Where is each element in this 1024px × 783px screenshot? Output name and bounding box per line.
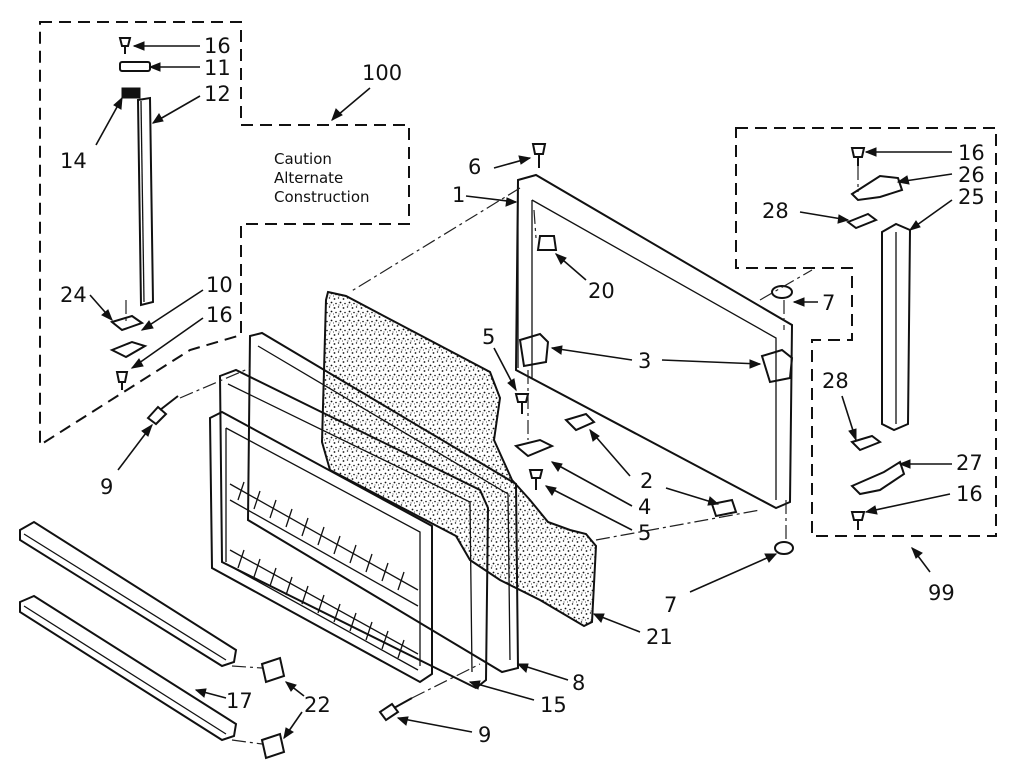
caution-line-1: Caution bbox=[274, 150, 332, 168]
callout-16-top-right: 16 bbox=[958, 141, 985, 165]
callout-28-lower: 28 bbox=[822, 369, 849, 393]
callout-17: 17 bbox=[226, 689, 253, 713]
screw-top-left bbox=[118, 37, 132, 54]
callout-6: 6 bbox=[468, 155, 481, 179]
hinge-kit-box bbox=[735, 127, 997, 537]
right-bottom-hinge-assembly bbox=[850, 434, 906, 530]
callout-16-bottom-left: 16 bbox=[206, 303, 233, 327]
liner-shelf-ribs-upper bbox=[229, 481, 419, 607]
door-liner-15 bbox=[208, 368, 490, 690]
box-99-label: 99 bbox=[928, 581, 955, 605]
door-gasket-8 bbox=[246, 331, 520, 674]
callout-7-lower: 7 bbox=[664, 593, 677, 617]
callout-16-bottom-right: 16 bbox=[956, 482, 983, 506]
callout-9-upper: 9 bbox=[100, 475, 113, 499]
callout-8: 8 bbox=[572, 671, 585, 695]
caution-line-3: Construction bbox=[274, 188, 370, 206]
right-top-hinge-assembly bbox=[845, 147, 904, 230]
screw-9-upper bbox=[146, 395, 179, 426]
cap-7-lower bbox=[774, 541, 794, 555]
alternate-bottom-hinge-assembly bbox=[109, 314, 148, 390]
caution-line-2: Alternate bbox=[274, 169, 343, 187]
bumper-2-upper bbox=[564, 412, 596, 432]
end-cap-22-lower bbox=[260, 732, 286, 760]
shelf-rail-17-lower bbox=[19, 594, 238, 742]
callout-12: 12 bbox=[204, 82, 231, 106]
callout-16-top-left: 16 bbox=[204, 34, 231, 58]
callout-14: 14 bbox=[60, 149, 87, 173]
assembly-center-lines bbox=[125, 166, 859, 745]
callout-15: 15 bbox=[540, 693, 567, 717]
alternate-top-hinge-assembly bbox=[118, 37, 151, 99]
hinge-bracket-3-right bbox=[760, 348, 794, 384]
callout-5-lower: 5 bbox=[638, 521, 651, 545]
alternate-hinge-strip bbox=[136, 96, 155, 307]
callout-25: 25 bbox=[958, 185, 985, 209]
insulation-panel-21 bbox=[320, 290, 598, 628]
hinge-bracket-3-left bbox=[518, 332, 550, 368]
screw-5-lower bbox=[528, 469, 544, 490]
bracket-4 bbox=[513, 438, 555, 458]
cap-7-upper bbox=[771, 285, 793, 299]
callout-9-lower: 9 bbox=[478, 723, 491, 747]
callout-1: 1 bbox=[452, 183, 465, 207]
callout-11: 11 bbox=[204, 56, 231, 80]
callout-2: 2 bbox=[640, 469, 653, 493]
shelf-rail-17-upper bbox=[19, 520, 238, 668]
callout-24: 24 bbox=[60, 283, 87, 307]
screw-9-lower bbox=[378, 697, 413, 722]
callout-26: 26 bbox=[958, 163, 985, 187]
callout-7-upper: 7 bbox=[822, 291, 835, 315]
bumper-2-lower bbox=[710, 498, 738, 518]
callout-20: 20 bbox=[588, 279, 615, 303]
screw-bottom-left bbox=[115, 371, 129, 390]
liner-shelf-ribs-lower bbox=[229, 549, 419, 671]
callout-27: 27 bbox=[956, 451, 983, 475]
box-100-label: 100 bbox=[362, 61, 402, 85]
screw-5-upper bbox=[514, 393, 530, 414]
alternate-construction-box bbox=[39, 21, 410, 447]
outer-door-panel bbox=[514, 173, 794, 510]
callout-5-upper: 5 bbox=[482, 325, 495, 349]
callout-22: 22 bbox=[304, 693, 331, 717]
screw-top-right bbox=[850, 147, 866, 166]
callout-3: 3 bbox=[638, 349, 651, 373]
plug-20 bbox=[536, 235, 558, 251]
screw-bottom-right bbox=[850, 511, 866, 530]
right-hinge-strip bbox=[881, 222, 912, 432]
screw-6 bbox=[531, 143, 547, 168]
callout-4: 4 bbox=[638, 495, 651, 519]
callout-10: 10 bbox=[206, 273, 233, 297]
callout-21: 21 bbox=[646, 625, 673, 649]
callout-28-upper: 28 bbox=[762, 199, 789, 223]
end-cap-22-upper bbox=[260, 656, 286, 684]
